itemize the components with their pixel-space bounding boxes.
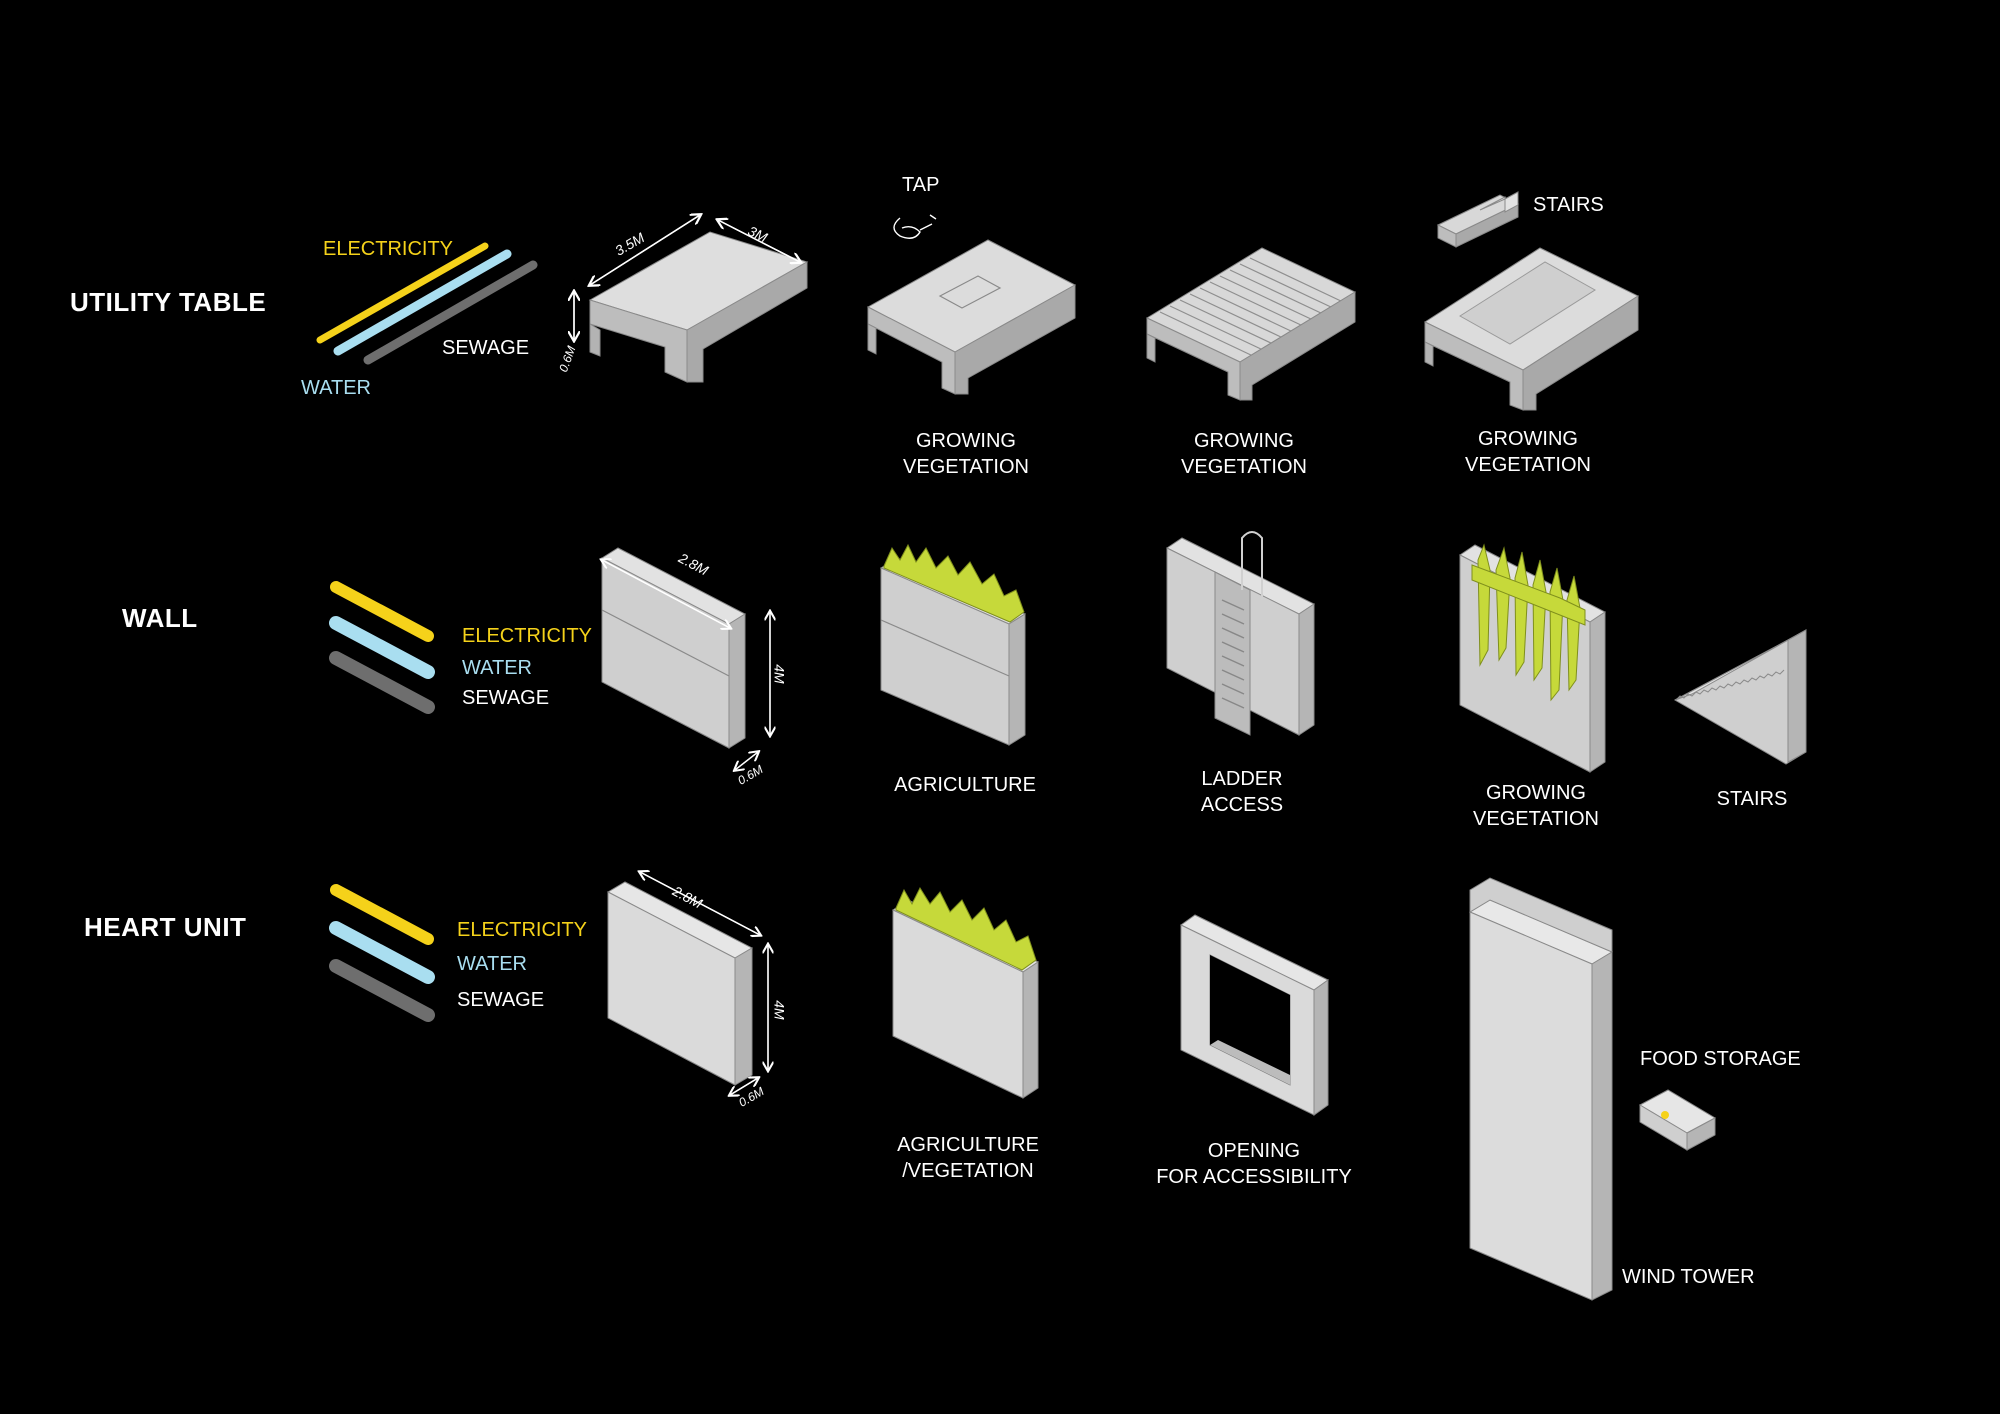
- wall-variant-agriculture: [879, 543, 1027, 746]
- utility-stairs-label: STAIRS: [1533, 194, 1604, 216]
- utility-table-water-label: WATER: [301, 377, 371, 399]
- tap-label: TAP: [902, 174, 940, 196]
- wall-variant-1-caption: AGRICULTURE: [894, 774, 1036, 796]
- utility-table-pipes: [316, 242, 538, 365]
- row-title-utility-table: UTILITY TABLE: [70, 287, 267, 317]
- wall-sewage-label: SEWAGE: [462, 687, 550, 709]
- wall-variant-stairs: [1673, 629, 1807, 765]
- utility-variant-1-caption: GROWING VEGETATION: [903, 430, 1029, 478]
- heart-unit-pipes: [329, 884, 435, 1022]
- wall-variant-vegetation: [1459, 543, 1606, 773]
- utility-table-electricity-label: ELECTRICITY: [323, 238, 454, 260]
- wind-tower-label: WIND TOWER: [1622, 1266, 1755, 1288]
- heart-unit-wind-tower: [1468, 877, 1717, 1301]
- utility-variant-3-caption: GROWING VEGETATION: [1465, 428, 1591, 476]
- heart-unit-variant-opening: [1180, 914, 1329, 1116]
- utility-table-base: [574, 215, 809, 383]
- wall-variant-4-caption: STAIRS: [1716, 788, 1788, 810]
- wall-base: [602, 547, 770, 770]
- row-title-wall: WALL: [122, 603, 198, 633]
- utility-table-variant-stairs: [1423, 191, 1640, 411]
- wall-electricity-label: ELECTRICITY: [462, 625, 593, 647]
- food-storage-label: FOOD STORAGE: [1640, 1048, 1801, 1070]
- wall-variant-2-caption: LADDER ACCESS: [1200, 768, 1284, 816]
- heart-unit-height-dim: 4M: [771, 1000, 788, 1020]
- heart-unit-water-label: WATER: [457, 953, 527, 975]
- utility-table-sewage-label: SEWAGE: [442, 337, 530, 359]
- utility-table-variant-tap: [866, 214, 1077, 395]
- utility-table-variant-ribbed: [1145, 247, 1357, 401]
- heart-unit-sewage-label: SEWAGE: [457, 989, 545, 1011]
- heart-unit-electricity-label: ELECTRICITY: [457, 919, 588, 941]
- heart-unit-variant-2-caption: OPENING FOR ACCESSIBILITY: [1156, 1140, 1352, 1188]
- heart-unit-base: [606, 872, 768, 1095]
- wall-variant-ladder: [1166, 531, 1315, 736]
- wall-pipes: [329, 581, 435, 714]
- heart-unit-variant-agriculture: [891, 886, 1040, 1099]
- row-title-heart-unit: HEART UNIT: [84, 912, 247, 942]
- heart-unit-variant-1-caption: AGRICULTURE /VEGETATION: [897, 1134, 1039, 1182]
- utility-variant-2-caption: GROWING VEGETATION: [1181, 430, 1307, 478]
- wall-variant-3-caption: GROWING VEGETATION: [1473, 782, 1599, 830]
- wall-height-dim: 4M: [771, 664, 788, 684]
- wall-water-label: WATER: [462, 657, 532, 679]
